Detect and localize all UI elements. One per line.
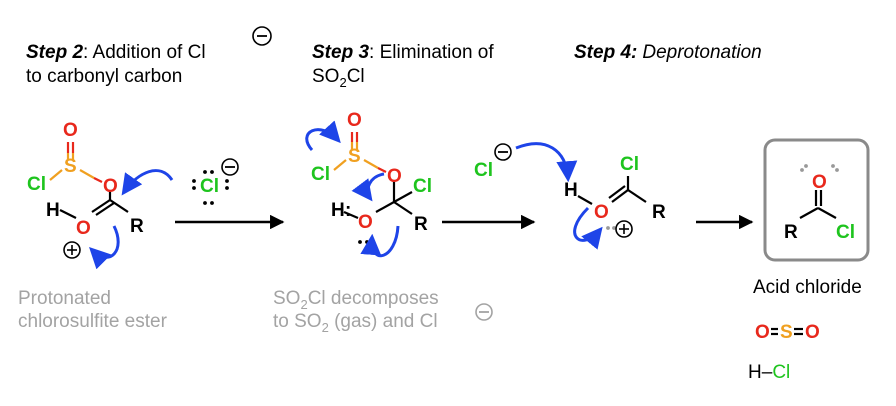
svg-text:Step 4:Deprotonation: Step 4:Deprotonation	[574, 42, 762, 63]
minus-circle-icon	[475, 303, 493, 321]
atom-o-carbonyl: O	[76, 218, 91, 239]
svg-text:Step 3: Elimination of: Step 3: Elimination of	[312, 42, 494, 63]
chloride-free: Cl	[474, 142, 578, 183]
curved-electron-arrow-icon	[515, 142, 578, 183]
atom-o-so2-left: O	[755, 322, 770, 343]
atom-o-ester: O	[103, 176, 118, 197]
curved-electron-arrow-icon	[89, 225, 120, 270]
step3-label: Step 3	[312, 42, 369, 63]
curved-electron-arrow-icon	[573, 206, 603, 250]
step4-label: Step 4:	[574, 42, 637, 63]
chloride-nucleophile: Cl	[192, 158, 239, 205]
header-chloride-charge	[252, 26, 272, 46]
atom-r-2: R	[414, 214, 428, 235]
svg-text:Step 2: Addition of Cl: Step 2: Addition of Cl	[26, 42, 206, 63]
atom-cl-free: Cl	[474, 160, 493, 181]
atom-h: H	[46, 200, 60, 221]
atom-o-so2-right: O	[805, 322, 820, 343]
atom-o-ester-2: O	[387, 166, 402, 187]
caption-protonated-line2: chlorosulfite ester	[18, 311, 168, 332]
plus-circle-icon	[63, 241, 81, 259]
structure-protonated-ester: O S Cl O H O R	[27, 120, 174, 270]
step3-text: : Elimination of	[369, 42, 494, 63]
atom-o-product: O	[812, 172, 827, 193]
atom-r-3: R	[652, 202, 666, 223]
atom-o-sulfinyl-2: O	[347, 110, 362, 131]
atom-o-oxonium: O	[594, 202, 609, 223]
curved-electron-arrow-icon	[360, 225, 400, 258]
step3-header: Step 3: Elimination of SO2Cl	[312, 42, 494, 90]
atom-cl-3: Cl	[620, 154, 639, 175]
step2-header: Step 2: Addition of Cl to carbonyl carbo…	[26, 26, 272, 87]
atom-o-hydroxyl: O	[358, 212, 373, 233]
step2-text: : Addition of Cl	[83, 42, 206, 63]
atom-cl-nucleophile: Cl	[200, 176, 219, 197]
atom-s: S	[64, 156, 77, 177]
plus-circle-icon	[615, 220, 633, 238]
curved-electron-arrow-icon	[121, 169, 174, 196]
step2-label: Step 2	[26, 42, 83, 63]
atom-s-2: S	[348, 146, 361, 167]
curved-electron-arrow-icon	[305, 120, 341, 151]
minus-circle-icon	[221, 158, 239, 176]
atom-o-sulfinyl: O	[63, 120, 78, 141]
atom-r: R	[130, 216, 144, 237]
svg-text:to SO2 (gas) and Cl: to SO2 (gas) and Cl	[273, 311, 438, 335]
curved-electron-arrow-icon	[351, 172, 385, 202]
caption-acid-chloride: Acid chloride	[753, 277, 862, 298]
sulfur-dioxide: O S O	[755, 322, 820, 343]
svg-text:SO2Cl: SO2Cl	[312, 66, 365, 90]
structure-protonated-acid-chloride: H O Cl R	[564, 154, 666, 250]
hydrogen-chloride: H–Cl	[748, 362, 790, 383]
atom-h-2: H	[331, 200, 345, 221]
step4-header: Step 4:Deprotonation	[574, 42, 762, 63]
svg-text::: :	[345, 200, 351, 221]
step2-text-line2: to carbonyl carbon	[26, 66, 182, 87]
atom-r-product: R	[784, 222, 798, 243]
atom-cl: Cl	[27, 174, 46, 195]
step4-text: Deprotonation	[642, 42, 761, 63]
structure-tetrahedral-intermediate: O S Cl O Cl H : O R	[305, 110, 432, 258]
product-box: O R Cl	[763, 138, 870, 262]
atom-cl-product: Cl	[836, 222, 855, 243]
svg-text:SO2Cl decomposes: SO2Cl decomposes	[273, 288, 439, 312]
caption-protonated-line1: Protonated	[18, 288, 111, 309]
minus-circle-icon	[494, 143, 512, 161]
atom-h-3: H	[564, 180, 578, 201]
atom-s-so2: S	[780, 322, 793, 343]
atom-cl-added: Cl	[413, 176, 432, 197]
atom-cl-2: Cl	[311, 164, 330, 185]
